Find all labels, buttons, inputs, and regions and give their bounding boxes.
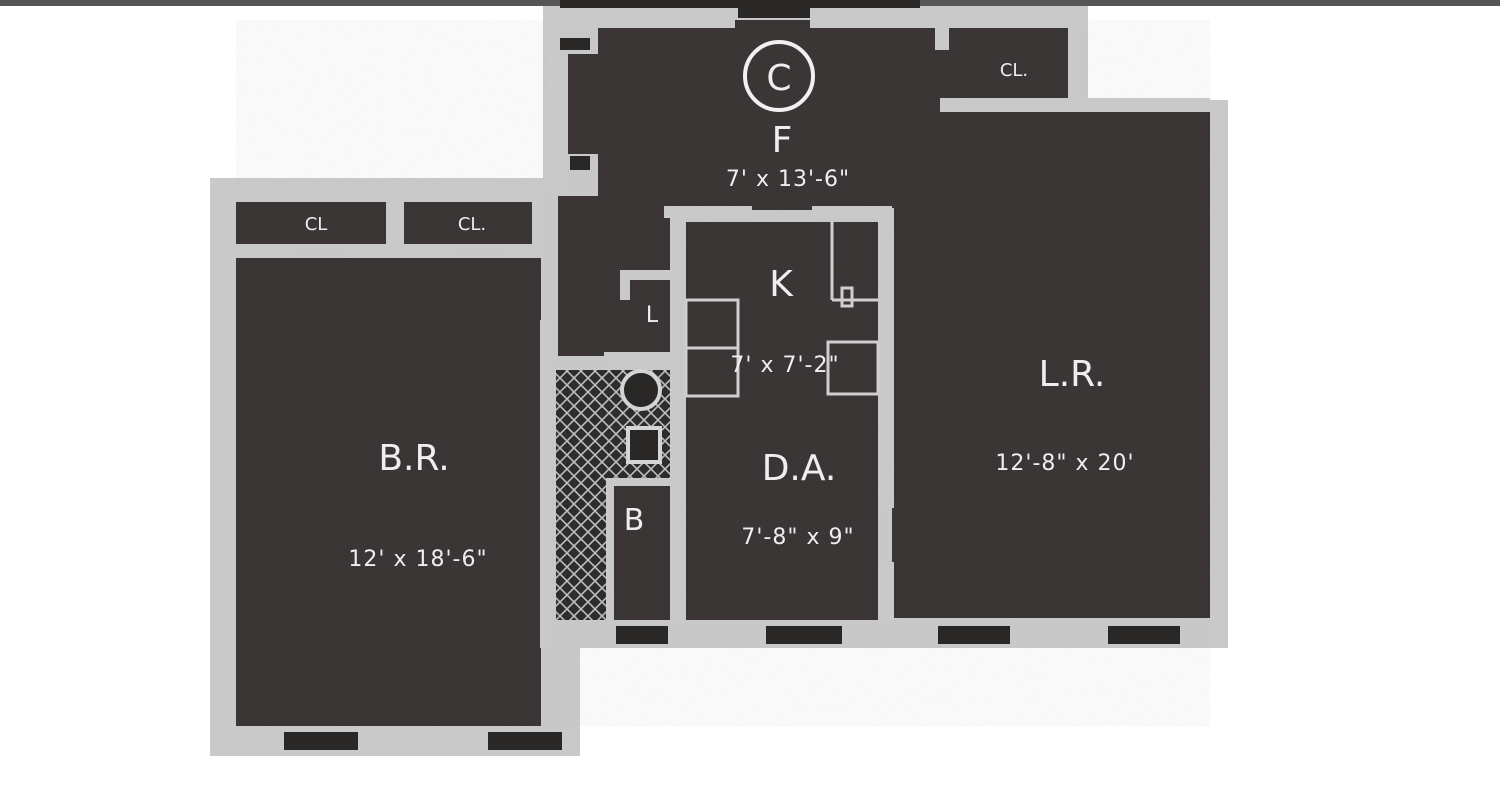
sink-icon	[626, 426, 662, 464]
kitchen-fixtures	[684, 222, 880, 398]
dining-area-dimensions: 7'-8" x 9"	[741, 525, 854, 550]
bedroom-dimensions: 12' x 18'-6"	[348, 547, 487, 572]
bedroom-closet-right-label: CL.	[458, 214, 486, 235]
foyer-label: F	[772, 120, 793, 161]
living-room-label: L.R.	[1039, 354, 1106, 395]
foyer-dimensions: 7' x 13'-6"	[726, 167, 850, 192]
interior-walls	[224, 12, 1210, 648]
corridor-symbol: C	[766, 58, 791, 99]
windows	[284, 0, 1180, 750]
bath-label: B	[624, 503, 645, 538]
foyer-closet-label: CL.	[1000, 60, 1028, 81]
corridor-circle-icon	[743, 40, 815, 112]
living-room-dimensions: 12'-8" x 20'	[995, 451, 1134, 476]
kitchen-dimensions: 7' x 7'-2"	[730, 353, 839, 378]
room-fills	[236, 20, 1210, 726]
kitchen-label: K	[769, 264, 794, 305]
dining-area-label: D.A.	[762, 448, 837, 489]
linen-closet-label: L	[646, 303, 659, 328]
bedroom-label: B.R.	[378, 438, 449, 479]
bath-tile-floor	[556, 370, 612, 620]
bedroom-closet-left-label: CL	[305, 214, 328, 235]
toilet-icon	[620, 369, 662, 411]
